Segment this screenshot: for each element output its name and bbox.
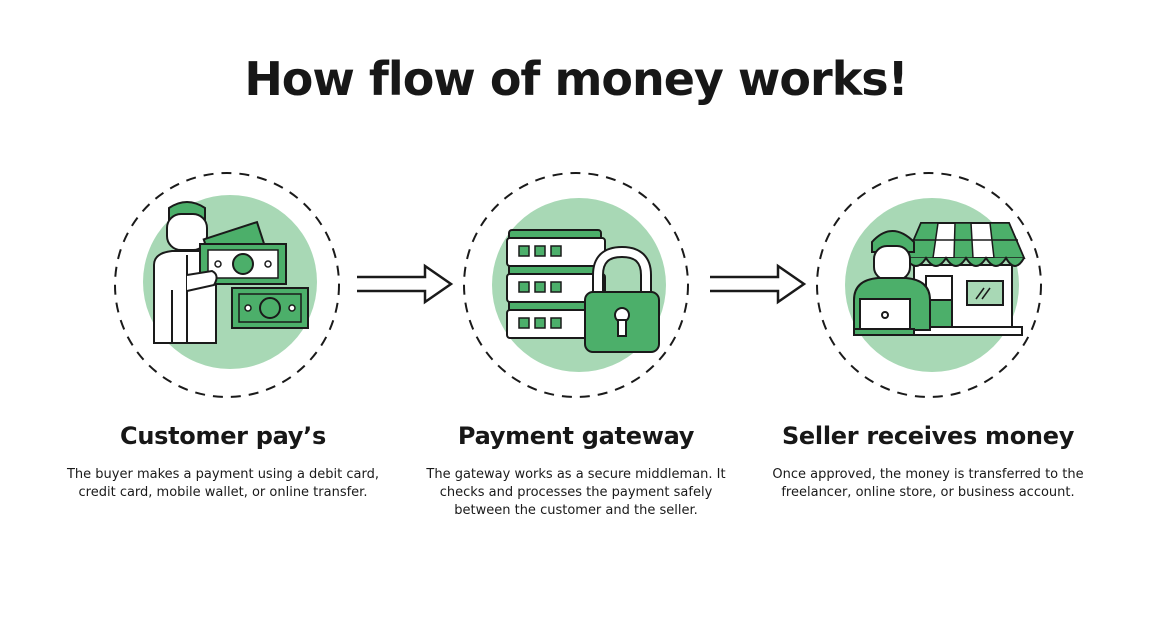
step-title: Customer pay’s (120, 422, 326, 450)
step-title: Payment gateway (457, 422, 695, 450)
server-with-padlock-icon (461, 170, 691, 400)
customer-with-cash-icon (112, 170, 342, 400)
seller-with-store-icon (814, 170, 1044, 400)
step-description: The buyer makes a payment using a debit … (66, 467, 379, 500)
step-description: Once approved, the money is transferred … (772, 467, 1084, 500)
double-arrow-right-icon (708, 262, 808, 306)
double-arrow-right-icon (355, 262, 455, 306)
step-description: The gateway works as a secure middleman.… (426, 467, 726, 518)
step-title: Seller receives money (781, 422, 1075, 450)
page-title: How flow of money works! (244, 52, 908, 106)
